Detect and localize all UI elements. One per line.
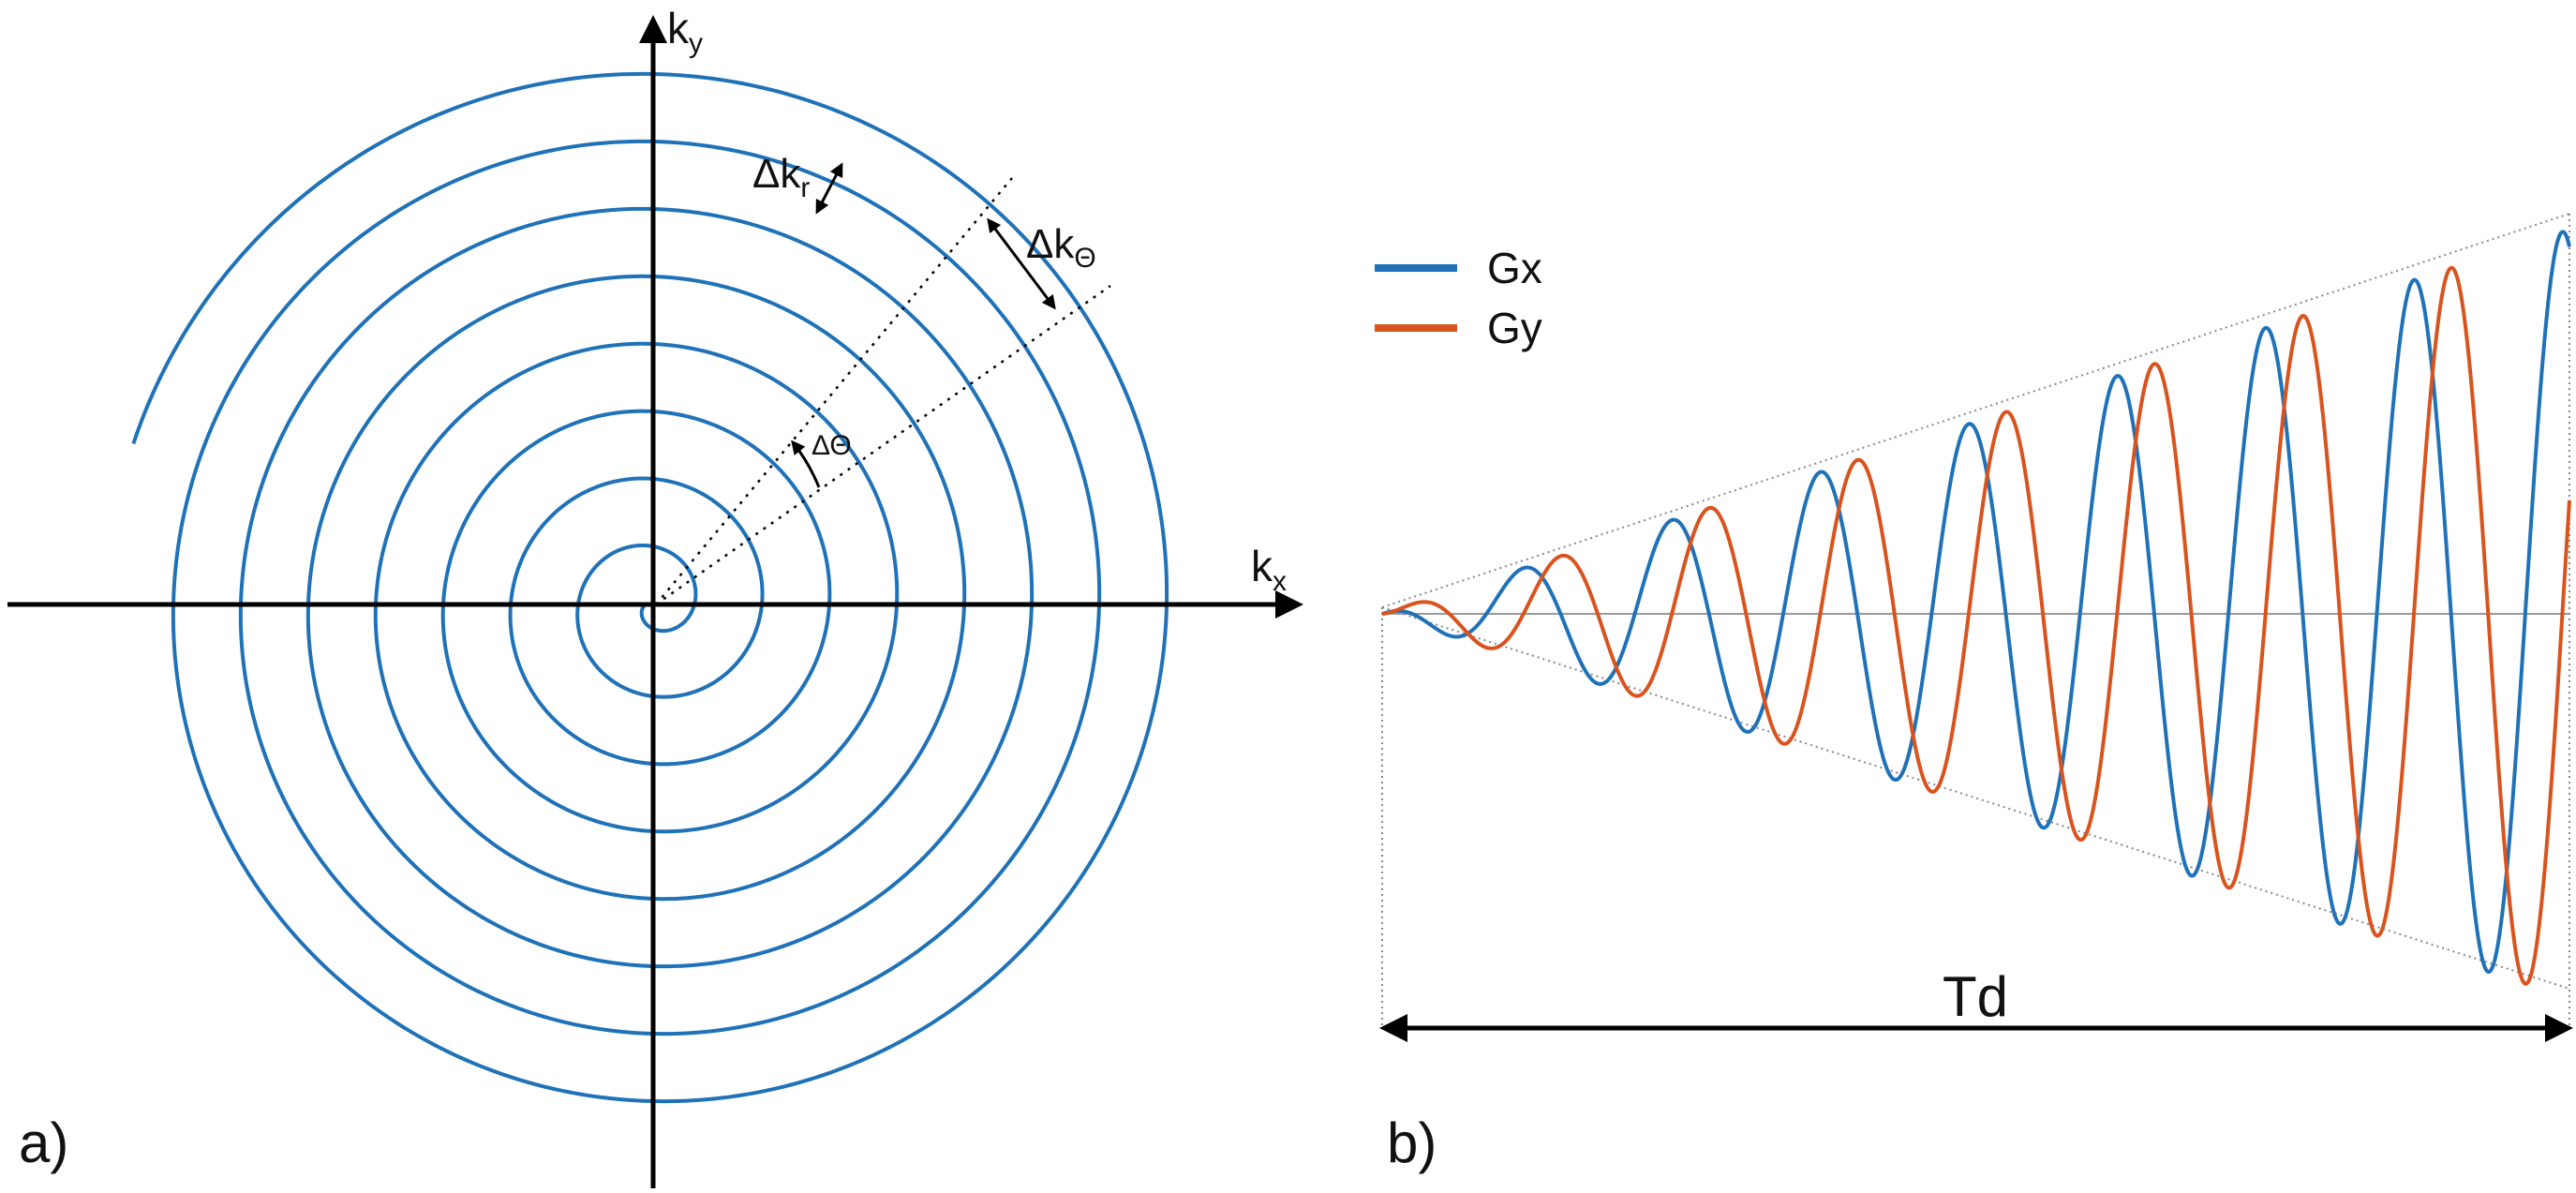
ky-label: ky [667,4,703,59]
delta-kr-arrow [815,162,843,215]
delta-ktheta-label: ΔkΘ [1026,221,1096,274]
legend-label-gx: Gx [1487,244,1542,292]
delta-kr-label: Δkr [752,151,810,203]
panel-a-label: a) [19,1111,68,1174]
spiral-trajectory [131,71,1169,1104]
panel-b-label: b) [1387,1111,1437,1174]
delta-theta-arc [791,440,821,488]
gx-waveform [1381,230,2571,975]
gy-waveform [1381,265,2571,986]
panel-a: ky kx Δkr ΔkΘ ΔΘ a) [7,4,1303,1188]
kx-label: kx [1251,542,1287,597]
envelope-upper [1381,213,2570,608]
panel-b: Gx Gy Td b) [1375,213,2573,1174]
legend-label-gy: Gy [1487,304,1542,352]
delta-ktheta-arrow [987,217,1056,310]
legend: Gx Gy [1375,244,1542,352]
radial-line-2 [655,284,1111,606]
delta-theta-label: ΔΘ [812,430,852,461]
duration-label: Td [1943,965,2008,1028]
envelope-lower [1381,606,2570,990]
